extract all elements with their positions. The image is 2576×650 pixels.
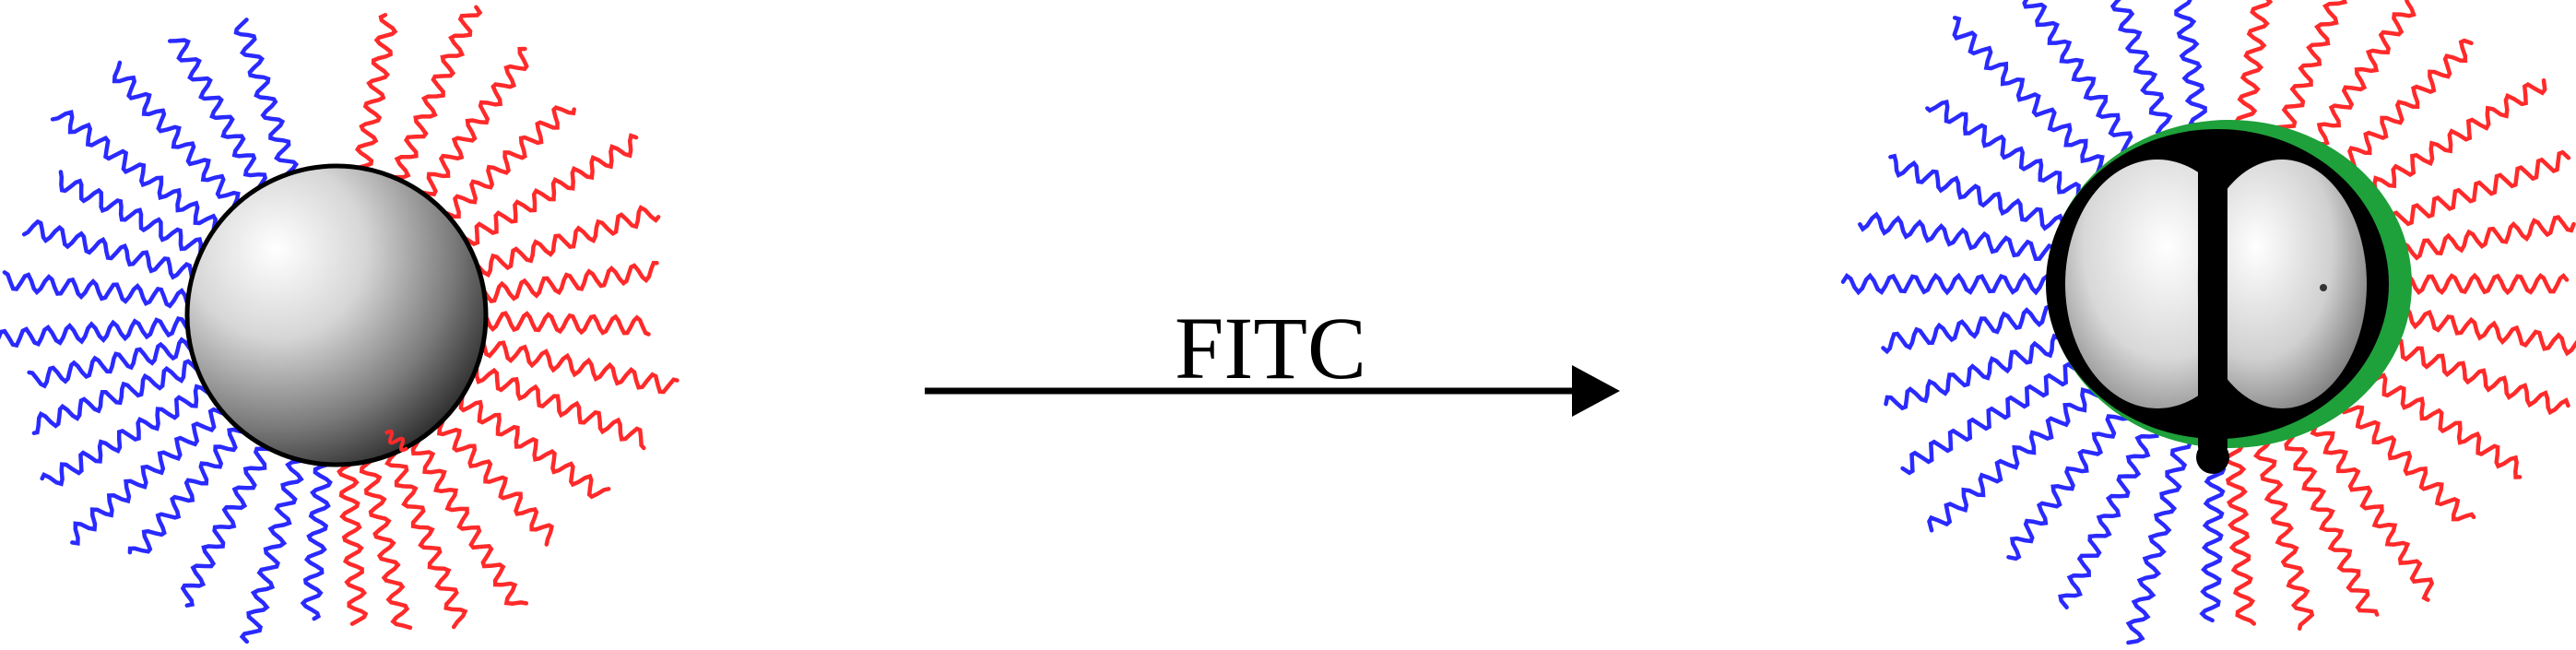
hydrophobic-chain bbox=[1858, 211, 2079, 266]
hydrophobic-chain bbox=[70, 393, 241, 546]
hydrophobic-chain bbox=[2109, 0, 2180, 148]
hydrophilic-chain bbox=[2325, 38, 2474, 187]
hydrophobic-chain bbox=[2058, 414, 2160, 609]
hemisphere-right bbox=[2197, 160, 2367, 408]
hydrophobic-chain bbox=[2022, 0, 2146, 164]
hydrophobic-chains-left bbox=[0, 18, 335, 644]
hydrophobic-chain bbox=[112, 60, 255, 222]
hydrophilic-chain bbox=[410, 46, 529, 215]
hydrophilic-chain bbox=[2302, 0, 2416, 165]
hydrophobic-chain bbox=[58, 170, 223, 262]
hydrophilic-chain bbox=[430, 105, 576, 234]
hydrophilic-chain bbox=[2250, 424, 2315, 631]
hydrophobic-chain bbox=[239, 437, 310, 644]
hydrophilic-chain bbox=[377, 432, 468, 630]
hydrophilic-chain bbox=[456, 205, 661, 284]
hydrophobic-chain bbox=[1900, 350, 2097, 476]
surface-dot bbox=[2320, 284, 2327, 291]
hydrophobic-chain bbox=[21, 219, 215, 287]
hydrophobic-chain bbox=[1952, 16, 2121, 184]
reagent-label-fitc: FITC bbox=[1175, 299, 1366, 397]
hydrophilic-chains-left bbox=[335, 5, 679, 631]
hydrophilic-chain bbox=[2275, 416, 2380, 617]
hydrophilic-chain bbox=[445, 133, 639, 258]
hydrophobic-chain bbox=[50, 110, 236, 242]
hydrophilic-chain bbox=[386, 5, 483, 200]
hydrophobic-chain bbox=[127, 410, 256, 555]
hydrophobic-chain bbox=[2174, 0, 2212, 140]
arrow-head bbox=[1572, 365, 1620, 417]
hydrophilic-chain bbox=[335, 442, 369, 626]
hydrophilic-chain bbox=[2323, 384, 2476, 522]
hydrophilic-chain bbox=[421, 406, 554, 547]
chain-tail-on-core bbox=[384, 429, 409, 453]
divider-end-cap bbox=[2196, 441, 2229, 474]
hydrophilic-chain bbox=[440, 385, 611, 500]
hydrophobic-chain bbox=[233, 18, 305, 195]
hydrophobic-chain bbox=[300, 442, 335, 621]
hydrophobic-chain bbox=[1925, 100, 2100, 208]
hydrophilic-chain bbox=[354, 439, 413, 631]
janus-particle-before bbox=[0, 5, 679, 644]
janus-divider bbox=[2198, 138, 2227, 459]
hydrophilic-chain bbox=[2345, 77, 2547, 213]
hydrophilic-chain bbox=[351, 12, 398, 191]
hydrophobic-chain bbox=[180, 427, 278, 608]
hydrophobic-chain bbox=[2006, 396, 2133, 561]
hydrophilic-chain bbox=[2273, 0, 2348, 149]
hydrophobic-chain bbox=[1881, 300, 2079, 355]
hydrophilic-chain bbox=[398, 422, 529, 606]
janus-particle-after-fitc bbox=[1840, 0, 2576, 645]
hydrophobic-chain bbox=[2125, 424, 2192, 645]
particle-core-left bbox=[184, 163, 489, 467]
hydrophobic-chain bbox=[2, 270, 211, 312]
hydrophilic-chain bbox=[2234, 0, 2274, 140]
hydrophobic-chain bbox=[31, 351, 218, 435]
hydrophilic-chain bbox=[460, 336, 679, 395]
hydrophobic-chain bbox=[40, 372, 228, 487]
hydrophobic-chain bbox=[1927, 372, 2111, 533]
hydrophilic-chains-right bbox=[2222, 0, 2576, 631]
hydrophilic-chain bbox=[462, 261, 659, 307]
hydrophobic-chain bbox=[1884, 326, 2086, 411]
hydrophobic-chains-right bbox=[1840, 0, 2227, 645]
hydrophobic-chain bbox=[167, 38, 278, 207]
reaction-arrow: FITC bbox=[925, 299, 1620, 417]
hydrophilic-chain bbox=[2298, 404, 2435, 602]
hydrophobic-chain bbox=[27, 333, 213, 389]
hydrophobic-chain bbox=[1888, 153, 2086, 238]
hydrophilic-chain bbox=[454, 360, 646, 451]
hydrophilic-chain bbox=[463, 310, 651, 337]
hydrophilic-chain bbox=[2222, 429, 2257, 626]
hydrophobic-chain bbox=[0, 315, 210, 349]
hydrophobic-chain bbox=[1840, 272, 2077, 296]
